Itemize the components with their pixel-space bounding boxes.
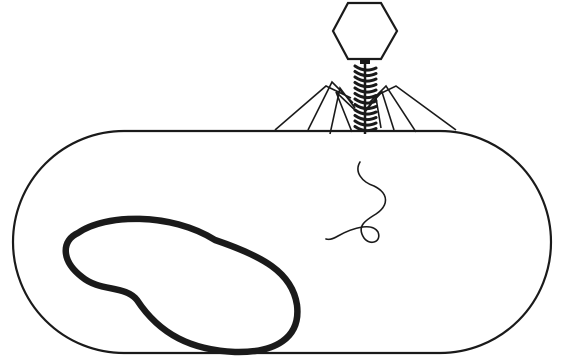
phage-sheath <box>355 59 376 134</box>
tail-fiber <box>308 82 353 130</box>
bacterial-cell <box>13 131 551 353</box>
tail-fiber <box>371 86 456 130</box>
phage-collar <box>360 59 370 64</box>
phage-head <box>333 3 397 59</box>
tail-fiber <box>330 88 355 134</box>
